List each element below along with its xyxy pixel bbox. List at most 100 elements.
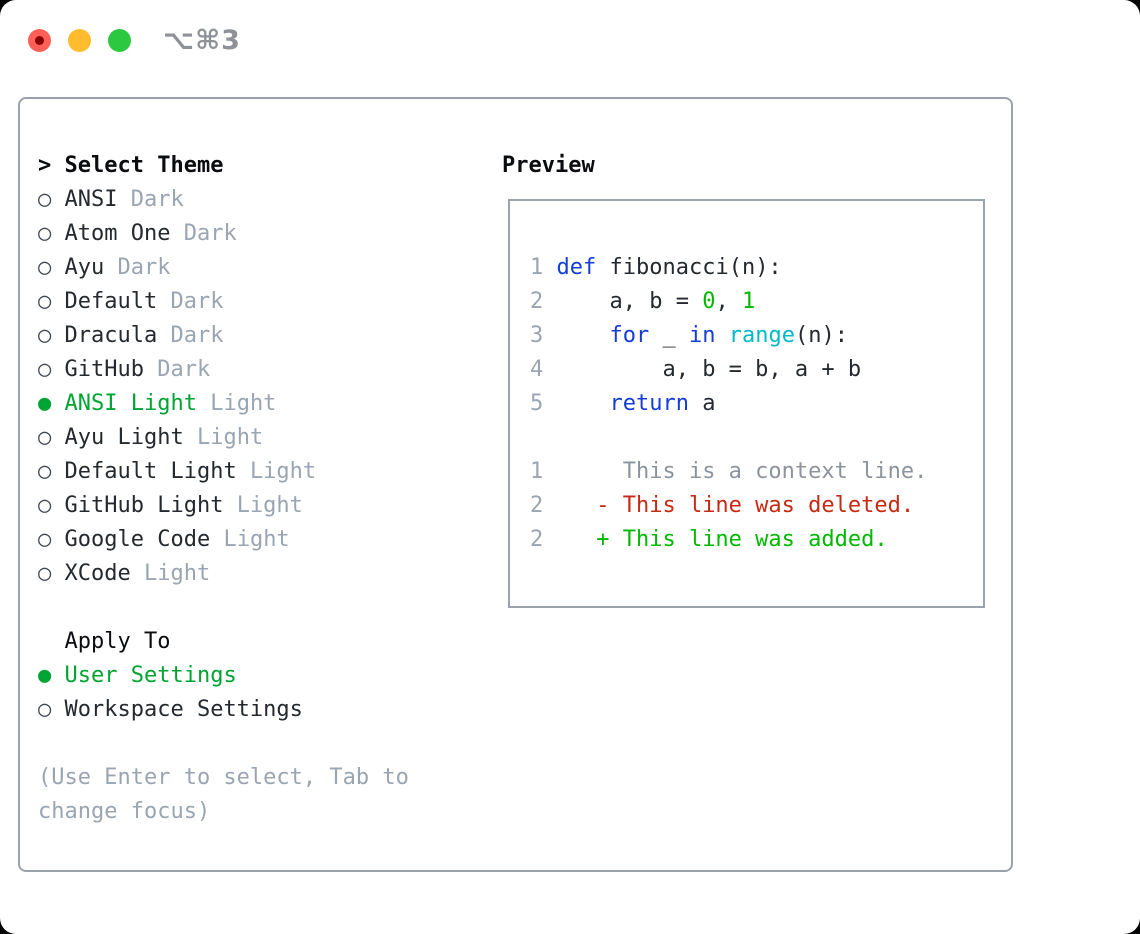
spacer: [38, 591, 409, 625]
theme-option-github[interactable]: ○ GitHub Dark: [38, 353, 409, 387]
select-theme-label: Select Theme: [64, 153, 224, 178]
theme-name: Default: [64, 289, 171, 314]
radio-unselected-icon: ○: [38, 527, 65, 552]
code-segment-number: 0: [702, 289, 716, 314]
code-segment-plain: _: [649, 323, 689, 348]
code-line: 1 This is a context line.: [530, 455, 983, 489]
theme-option-ansi-light[interactable]: ● ANSI Light Light: [38, 387, 409, 421]
theme-option-dracula[interactable]: ○ Dracula Dark: [38, 319, 409, 353]
window-title: ⌥⌘3: [163, 25, 241, 56]
code-segment-plain: a, b = b, a + b: [543, 357, 862, 382]
theme-list: > Select Theme○ ANSI Dark○ Atom One Dark…: [38, 149, 409, 829]
theme-name: Atom One: [64, 221, 184, 246]
apply-option-workspace-settings[interactable]: ○ Workspace Settings: [38, 693, 409, 727]
theme-tag: Dark: [157, 357, 211, 382]
apply-to-label: Apply To: [38, 629, 171, 654]
theme-name: Default Light: [64, 459, 250, 484]
theme-tag: Dark: [130, 187, 184, 212]
code-segment-plain: fibonacci(n):: [596, 255, 782, 280]
apply-option-user-settings[interactable]: ● User Settings: [38, 659, 409, 693]
apply-option-label: Workspace Settings: [64, 697, 303, 722]
radio-unselected-icon: ○: [38, 425, 65, 450]
minimize-button-icon[interactable]: [68, 29, 91, 52]
theme-option-default-light[interactable]: ○ Default Light Light: [38, 455, 409, 489]
theme-option-ayu[interactable]: ○ Ayu Dark: [38, 251, 409, 285]
hint-text: change focus): [38, 795, 409, 829]
code-segment-deleted: - This line was deleted.: [543, 493, 915, 518]
theme-name: Dracula: [64, 323, 171, 348]
code-segment-context: This is a context line.: [543, 459, 928, 484]
theme-tag: Light: [210, 391, 277, 416]
line-number: 2: [530, 527, 544, 552]
code-line: 2 - This line was deleted.: [530, 489, 983, 523]
apply-to-header: Apply To: [38, 625, 409, 659]
code-segment-plain: a, b =: [543, 289, 703, 314]
code-segment-builtin: range: [728, 323, 795, 348]
hint-text: (Use Enter to select, Tab to: [38, 761, 409, 795]
hint-line: change focus): [38, 799, 211, 824]
radio-unselected-icon: ○: [38, 289, 65, 314]
code-segment-plain: a: [688, 391, 716, 416]
radio-unselected-icon: ○: [38, 561, 65, 586]
radio-unselected-icon: ○: [38, 459, 65, 484]
code-line: 2 + This line was added.: [530, 523, 983, 557]
code-line: 4 a, b = b, a + b: [530, 353, 983, 387]
theme-tag: Dark: [170, 323, 224, 348]
theme-tag: Dark: [117, 255, 171, 280]
code-segment-keyword: for: [609, 323, 650, 348]
code-line: 5 return a: [530, 387, 983, 421]
line-number: 5: [530, 391, 544, 416]
radio-selected-icon: ●: [38, 391, 65, 416]
theme-name: Google Code: [64, 527, 224, 552]
theme-name: Ayu: [64, 255, 118, 280]
theme-name: Ayu Light: [64, 425, 197, 450]
theme-name: GitHub: [64, 357, 158, 382]
theme-tag: Dark: [170, 289, 224, 314]
code-segment-plain: [543, 255, 556, 280]
code-segment-keyword: return: [609, 391, 689, 416]
hint-line: (Use Enter to select, Tab to: [38, 765, 409, 790]
code-segment-plain: [543, 391, 609, 416]
zoom-button-icon[interactable]: [108, 29, 131, 52]
theme-option-ansi[interactable]: ○ ANSI Dark: [38, 183, 409, 217]
code-line: 2 a, b = 0, 1: [530, 285, 983, 319]
code-segment-plain: (n):: [794, 323, 848, 348]
code-segment-plain: [543, 323, 609, 348]
radio-unselected-icon: ○: [38, 697, 65, 722]
radio-unselected-icon: ○: [38, 255, 65, 280]
code-segment-number: 1: [741, 289, 756, 314]
apply-option-label: User Settings: [64, 663, 237, 688]
theme-option-xcode[interactable]: ○ XCode Light: [38, 557, 409, 591]
theme-tag: Dark: [183, 221, 237, 246]
code-line: [530, 421, 983, 455]
line-number: [530, 425, 543, 450]
theme-name: ANSI: [64, 187, 131, 212]
theme-tag: Light: [143, 561, 211, 586]
theme-name: XCode: [64, 561, 144, 586]
theme-tag: Light: [223, 527, 290, 552]
radio-unselected-icon: ○: [38, 357, 65, 382]
code-segment-plain: ,: [715, 289, 742, 314]
line-number: 1: [530, 255, 544, 280]
cursor-icon: >: [38, 153, 65, 178]
code-line: 3 for _ in range(n):: [530, 319, 983, 353]
theme-option-ayu-light[interactable]: ○ Ayu Light Light: [38, 421, 409, 455]
theme-tag: Light: [249, 459, 317, 484]
titlebar: ⌥⌘3: [28, 25, 241, 56]
radio-unselected-icon: ○: [38, 323, 65, 348]
theme-option-google-code[interactable]: ○ Google Code Light: [38, 523, 409, 557]
code-segment-plain: [715, 323, 728, 348]
code-segment-keyword: def: [556, 255, 597, 280]
preview-heading: Preview: [502, 153, 595, 178]
theme-option-atom-one[interactable]: ○ Atom One Dark: [38, 217, 409, 251]
theme-option-default[interactable]: ○ Default Dark: [38, 285, 409, 319]
line-number: 4: [530, 357, 544, 382]
theme-name: ANSI Light: [64, 391, 211, 416]
close-button-icon[interactable]: [28, 29, 51, 52]
theme-option-github-light[interactable]: ○ GitHub Light Light: [38, 489, 409, 523]
line-number: 2: [530, 493, 544, 518]
theme-selector-panel: > Select Theme○ ANSI Dark○ Atom One Dark…: [18, 97, 1013, 872]
radio-unselected-icon: ○: [38, 221, 65, 246]
